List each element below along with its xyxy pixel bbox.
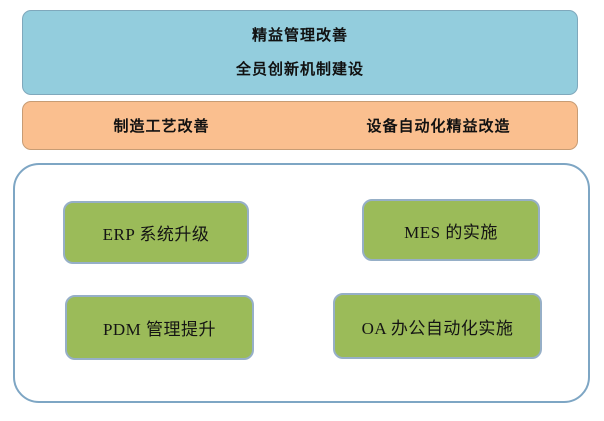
lean-management-banner: 精益管理改善 全员创新机制建设 [22,10,578,95]
erp-upgrade-label: ERP 系统升级 [102,225,210,244]
process-improvement-banner: 制造工艺改善 设备自动化精益改造 [22,101,578,150]
pdm-improvement-label: PDM 管理提升 [102,320,217,339]
mes-implementation-label: MES 的实施 [404,222,498,242]
erp-upgrade-box: ERP 系统升级 [63,201,249,264]
oa-automation-label: OA 办公自动化实施 [361,318,514,338]
equipment-automation-label: 设备自动化精益改造 [366,118,511,135]
mes-implementation-box: MES 的实施 [362,199,540,261]
lean-management-label: 精益管理改善 [251,26,348,44]
oa-automation-box: OA 办公自动化实施 [333,293,542,359]
pdm-improvement-box: PDM 管理提升 [65,295,254,360]
manufacturing-process-label: 制造工艺改善 [113,118,210,135]
innovation-mechanism-label: 全员创新机制建设 [235,60,364,78]
